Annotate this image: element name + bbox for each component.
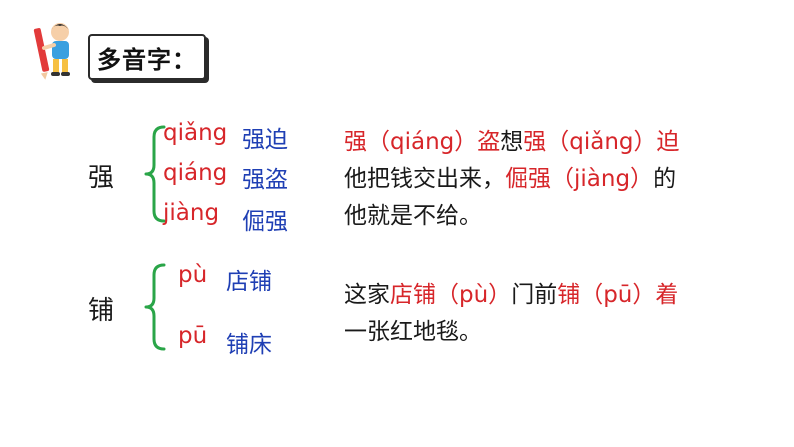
sentence-fragment: 门前 [511,282,558,308]
sentence-fragment: 店铺（pù） [390,282,512,308]
sentence-fragment: 强（qiáng）盗 [344,129,501,155]
example-word: 强盗 [242,167,288,193]
sentence-line: 一张红地毯。 [344,314,678,351]
example-word: 倔强 [242,209,288,235]
sentence-fragment: 这家 [344,282,390,308]
sentence-fragment: 铺（pū）着 [557,282,679,308]
pinyin-reading: pù [178,262,208,288]
sentence-line: 他把钱交出来，倔强（jiàng）的 [344,161,680,198]
sentence-fragment: 的 [653,166,677,192]
page-title: 多音字： [88,34,206,80]
pinyin-reading: jiàng [163,200,220,226]
sentence-fragment: 他把钱交出来， [344,166,505,192]
sentence-fragment: 想 [500,129,524,155]
pinyin-reading: qiáng [163,160,228,186]
example-word: 强迫 [242,127,288,153]
brace-group-2 [144,263,166,351]
brace-group-1 [144,125,166,223]
sentence-fragment: 一张红地毯。 [344,319,482,345]
character-pu: 铺 [88,296,115,326]
sentence-line: 他就是不给。 [344,198,680,235]
sentence-fragment: 他就是不给。 [344,203,482,229]
sentence-fragment: 强（qiǎng）迫 [523,129,680,155]
character-qiang: 强 [88,163,115,193]
sentence-fragment: 倔强（jiàng） [505,166,654,192]
example-word: 铺床 [226,332,272,358]
mascot-icon [30,18,78,80]
sentence-line: 强（qiáng）盗想强（qiǎng）迫 [344,124,680,161]
example-word: 店铺 [226,269,272,295]
example-sentence-1: 强（qiáng）盗想强（qiǎng）迫 他把钱交出来，倔强（jiàng）的 他就… [344,124,680,235]
example-sentence-2: 这家店铺（pù）门前铺（pū）着 一张红地毯。 [344,277,678,351]
sentence-line: 这家店铺（pù）门前铺（pū）着 [344,277,678,314]
pinyin-reading: pū [178,323,208,349]
pinyin-reading: qiǎng [163,120,228,146]
